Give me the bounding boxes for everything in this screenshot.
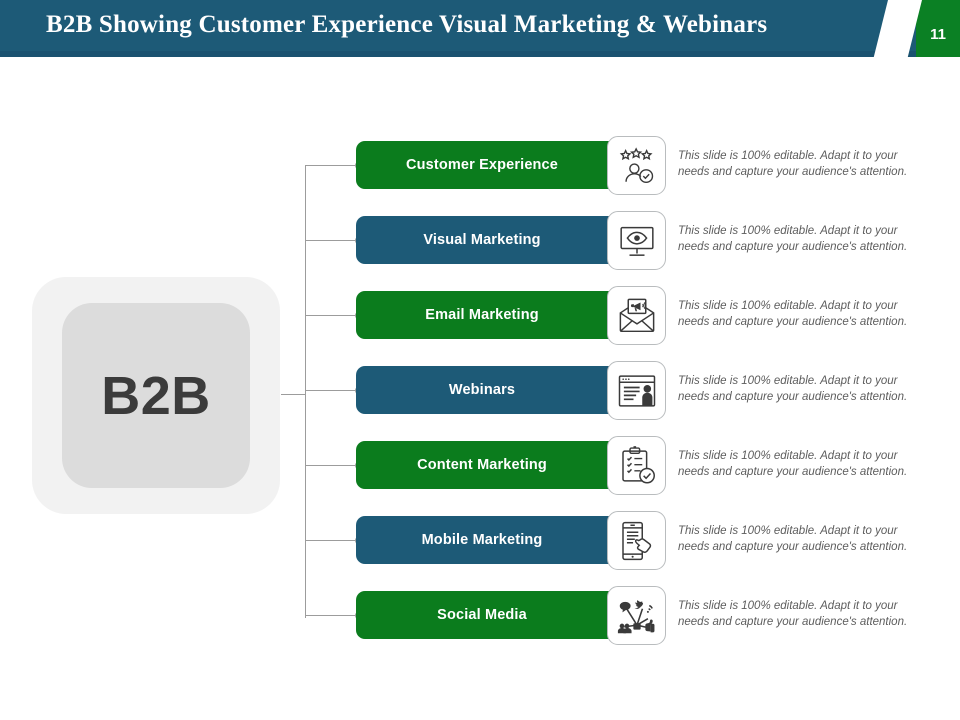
category-label: Mobile Marketing — [421, 532, 543, 548]
category-bar-visual-marketing[interactable]: Visual Marketing — [356, 216, 644, 264]
monitor-eye-icon[interactable] — [607, 211, 666, 270]
category-label: Customer Experience — [406, 157, 558, 173]
slide-number-badge: 11 — [916, 0, 960, 68]
header-bottom-spacer — [0, 57, 960, 87]
envelope-megaphone-icon[interactable] — [607, 286, 666, 345]
category-label: Visual Marketing — [423, 232, 541, 248]
social-network-icon[interactable] — [607, 586, 666, 645]
connector-branch — [305, 540, 360, 541]
category-row: Content Marketing This slide is 100% edi… — [0, 436, 960, 495]
category-bar-webinars[interactable]: Webinars — [356, 366, 644, 414]
mobile-touch-icon[interactable] — [607, 511, 666, 570]
connector-spine — [305, 166, 306, 618]
category-bar-email-marketing[interactable]: Email Marketing — [356, 291, 644, 339]
category-label: Content Marketing — [417, 457, 547, 473]
category-description: This slide is 100% editable. Adapt it to… — [678, 375, 908, 403]
hub-inner-shape — [62, 303, 250, 488]
category-row: Social Media This slide is 100% editable… — [0, 586, 960, 645]
page-title: B2B Showing Customer Experience Visual M… — [46, 11, 768, 38]
category-bar-social-media[interactable]: Social Media — [356, 591, 644, 639]
slide-number: 11 — [930, 26, 946, 43]
category-bar-content-marketing[interactable]: Content Marketing — [356, 441, 644, 489]
category-description: This slide is 100% editable. Adapt it to… — [678, 300, 908, 328]
connector-branch — [305, 165, 360, 166]
category-bar-customer-experience[interactable]: Customer Experience — [356, 141, 644, 189]
presentation-screen-icon[interactable] — [607, 361, 666, 420]
connector-branch — [305, 240, 360, 241]
category-row: Customer Experience This slide is 100% e… — [0, 136, 960, 195]
category-row: Mobile Marketing This slide is 100% edit… — [0, 511, 960, 570]
connector-branch — [305, 315, 360, 316]
header-underline — [0, 51, 930, 57]
category-row: Webinars This slide is 100% editable. Ad… — [0, 361, 960, 420]
category-bar-mobile-marketing[interactable]: Mobile Marketing — [356, 516, 644, 564]
category-row: Visual Marketing This slide is 100% edit… — [0, 211, 960, 270]
connector-branch — [305, 390, 360, 391]
hub-label: B2B — [101, 365, 211, 426]
clipboard-checklist-icon[interactable] — [607, 436, 666, 495]
category-description: This slide is 100% editable. Adapt it to… — [678, 150, 908, 178]
connector-stem — [281, 394, 306, 395]
connector-branch — [305, 615, 360, 616]
connector-branch — [305, 465, 360, 466]
category-description: This slide is 100% editable. Adapt it to… — [678, 225, 908, 253]
category-description: This slide is 100% editable. Adapt it to… — [678, 600, 908, 628]
category-label: Social Media — [437, 607, 527, 623]
category-description: This slide is 100% editable. Adapt it to… — [678, 525, 908, 553]
category-row: Email Marketing This slide is 100% edita… — [0, 286, 960, 345]
slide-header: B2B Showing Customer Experience Visual M… — [0, 0, 960, 57]
category-description: This slide is 100% editable. Adapt it to… — [678, 450, 908, 478]
category-label: Email Marketing — [425, 307, 539, 323]
category-label: Webinars — [448, 382, 516, 398]
customer-rating-icon[interactable] — [607, 136, 666, 195]
